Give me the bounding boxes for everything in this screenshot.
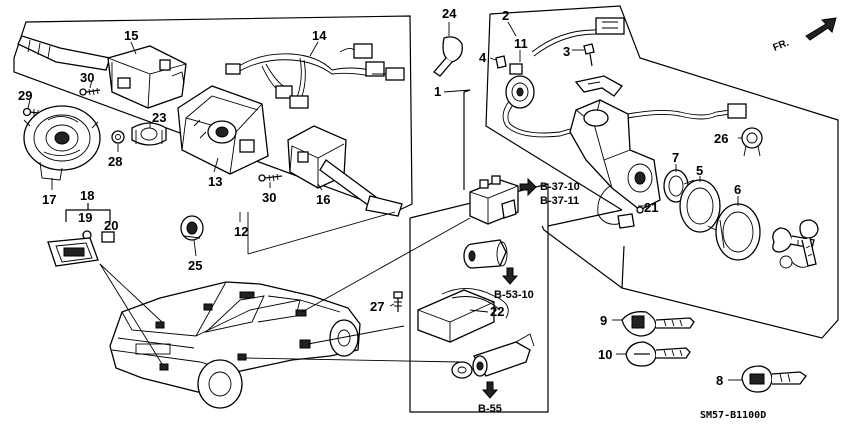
screw-30-lower [258,173,283,182]
ref-b-37-11: B-37-11 [540,195,579,207]
callout-19: 19 [78,210,92,225]
diagram-code: SM57-B1100D [700,410,766,421]
callout-30-lower: 30 [262,190,276,205]
wire-harness [225,43,405,109]
ref-b-53-10: B-53-10 [494,289,534,301]
bezel [715,203,761,261]
control-unit [417,288,509,343]
callout-6: 6 [734,182,741,197]
connector-21 [617,206,644,229]
callout-5: 5 [696,163,703,178]
callout-27: 27 [370,299,384,314]
door-cylinder [463,239,508,269]
callout-29: 29 [18,88,32,103]
bulb-4 [495,55,507,69]
retainer-26 [741,127,763,157]
callout-16: 16 [316,192,330,207]
keyless-unit [469,175,519,225]
screw-30-upper [79,87,101,96]
callout-24: 24 [442,6,457,21]
grommet-25 [180,215,204,241]
callout-30-upper: 30 [80,70,94,85]
callout-28: 28 [108,154,122,169]
leader-lines [27,21,742,381]
callout-7: 7 [672,150,679,165]
door-switch-group [47,203,115,267]
callout-18: 18 [80,188,94,203]
callout-15: 15 [124,28,138,43]
callout-21: 21 [644,200,658,215]
callout-20: 20 [104,218,118,233]
car-body [109,281,361,409]
reference-arrows [481,177,537,399]
turn-signal-switch [17,35,187,109]
cable-reel [23,105,101,181]
wiper-switch [287,125,403,217]
callout-22: 22 [490,304,504,319]
cancel-sleeve [131,122,167,146]
callout-17: 17 [42,192,56,207]
callout-2: 2 [502,8,509,23]
switch-body [177,85,269,175]
valet-key-10 [625,341,691,367]
callout-3: 3 [563,44,570,59]
callout-26: 26 [714,131,728,146]
car-leader-lines [99,211,471,365]
front-direction-arrow [805,17,837,41]
lock-bracket [574,75,623,97]
nut-28 [111,130,125,144]
screw-3 [583,43,595,67]
cylinder-ring [679,179,721,233]
callout-13: 13 [208,174,222,189]
callout-10: 10 [598,347,612,362]
key-light [505,63,535,109]
combination-switch-box [13,15,413,213]
bolt-27 [393,291,403,312]
front-direction-label: FR. [772,37,791,53]
ignition-box [463,5,839,339]
callout-12: 12 [234,224,248,239]
steering-lock [569,99,747,225]
callout-25: 25 [188,258,202,273]
tailgate-cylinder [451,333,535,379]
key-set [772,219,819,269]
callout-labels: 15 14 30 29 23 28 17 13 16 30 12 18 19 2… [18,6,741,388]
callout-1: 1 [434,84,441,99]
callout-11: 11 [514,36,528,51]
blank-key-8 [741,365,807,393]
callout-4: 4 [479,50,487,65]
callout-9: 9 [600,313,607,328]
callout-14: 14 [312,28,327,43]
ref-b-55: B-55 [478,403,502,415]
callout-23: 23 [152,110,166,125]
tie-strap [433,36,463,77]
callout-8: 8 [716,373,723,388]
reference-labels: B-37-10 B-37-11 B-53-10 B-55 [478,181,580,415]
master-key-9 [621,311,695,337]
ref-b-37-10: B-37-10 [540,181,580,193]
